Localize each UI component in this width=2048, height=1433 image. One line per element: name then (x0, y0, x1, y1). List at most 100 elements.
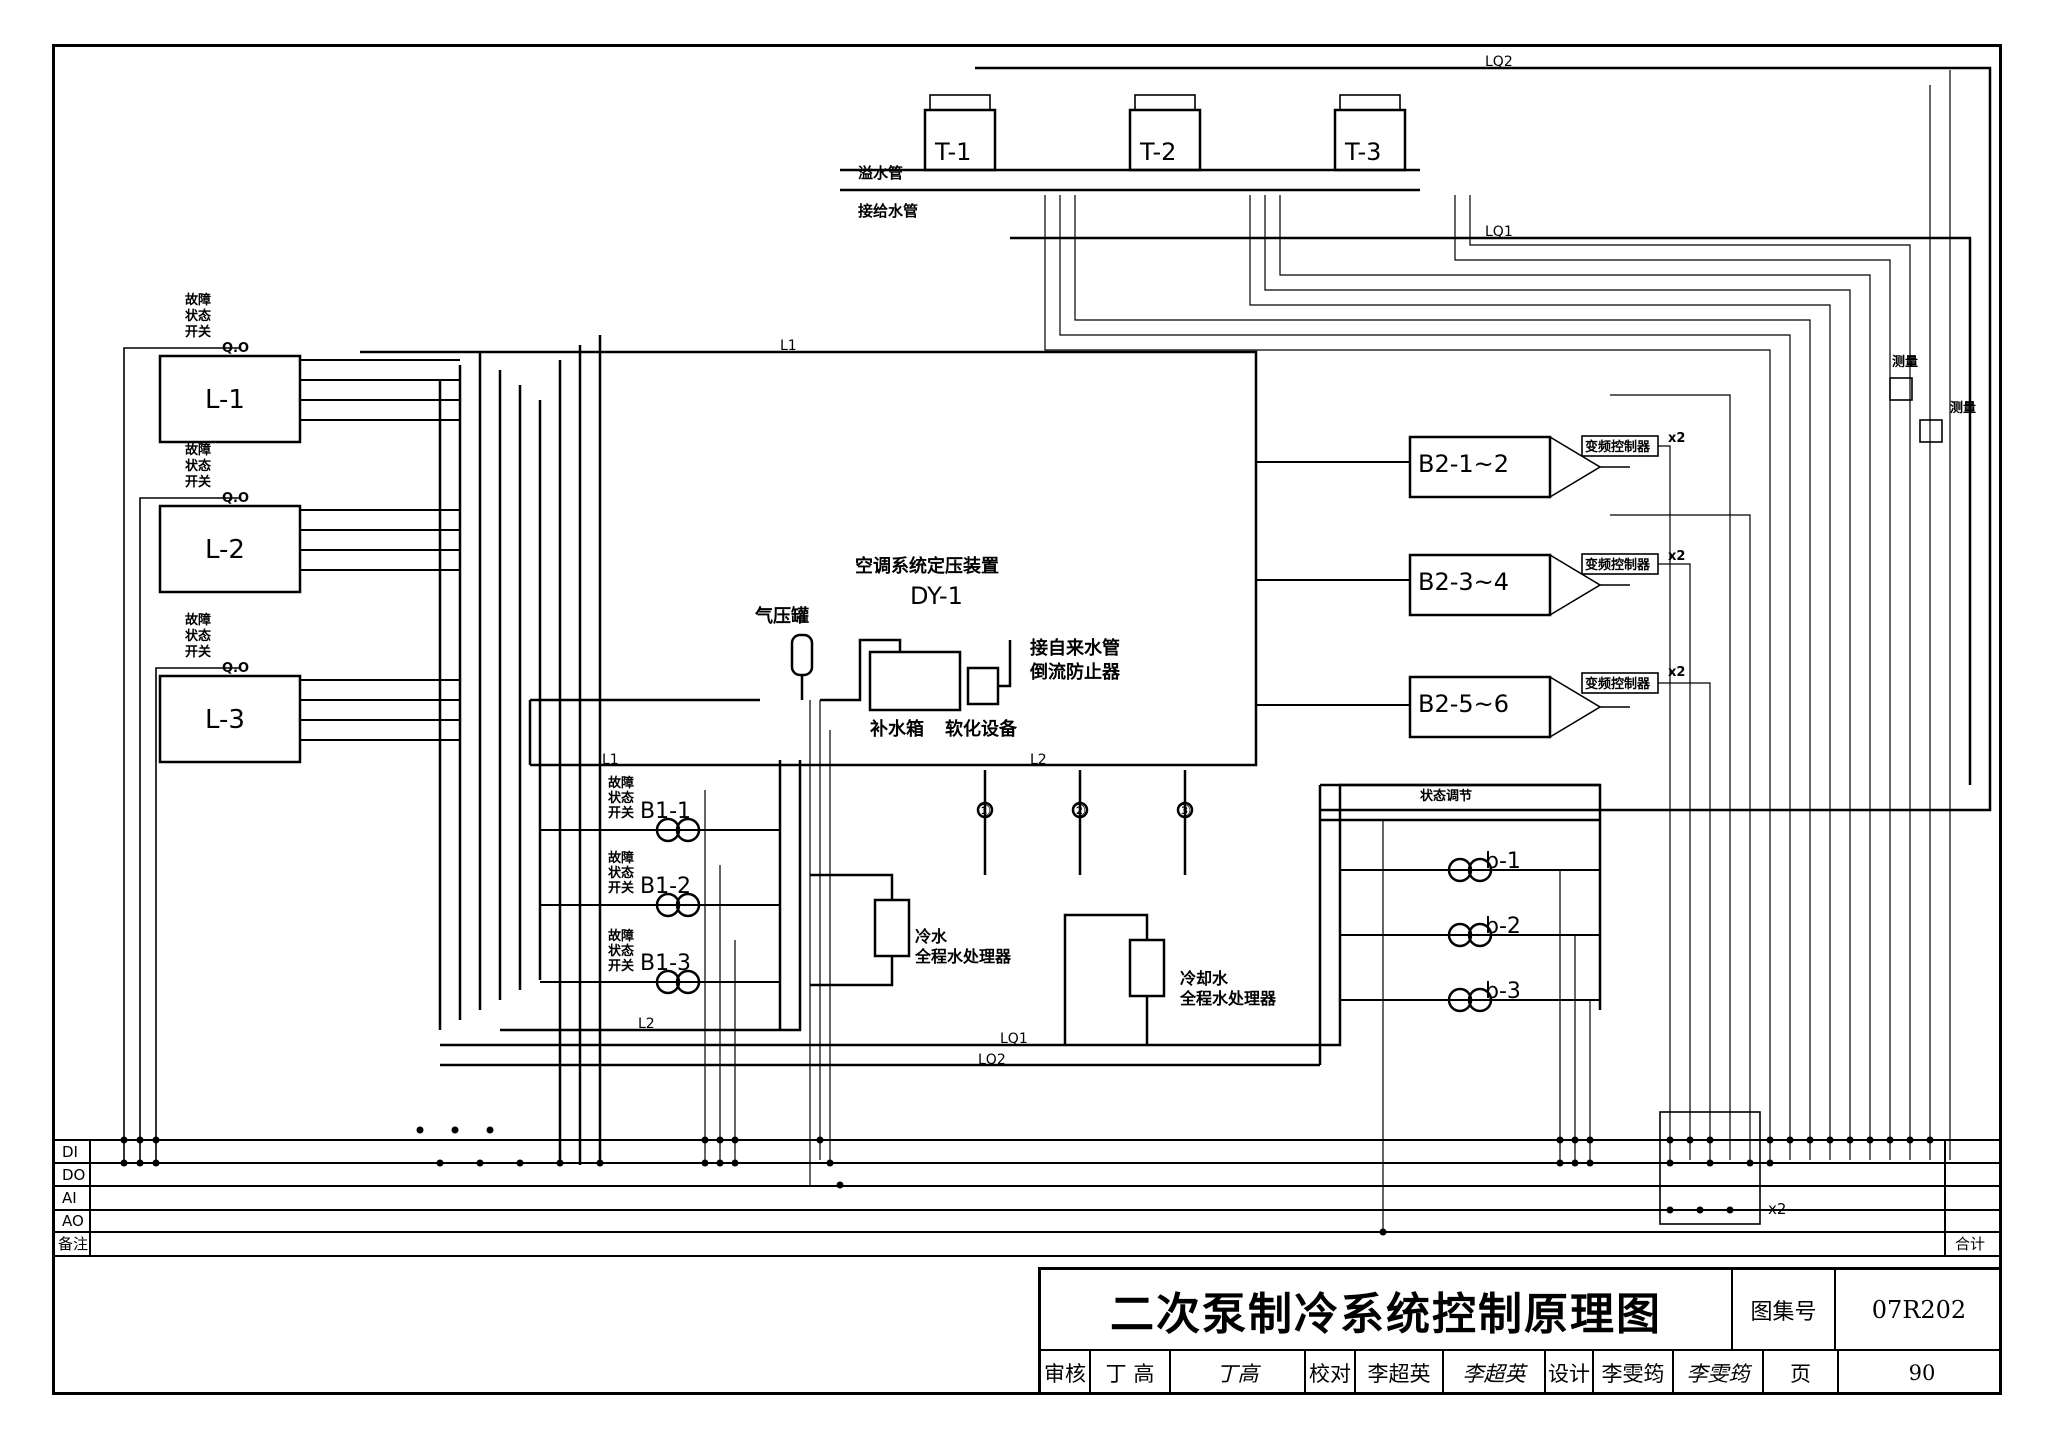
signal-points (120, 1126, 1934, 1236)
title-block: 二次泵制冷系统控制原理图 图集号 07R202 审核 丁 高 丁高 校对 李超英… (1038, 1267, 2002, 1395)
x2-vfd-3: x2 (1668, 665, 1685, 680)
chiller3-status: 状态 (185, 628, 211, 644)
check-label: 校对 (1306, 1351, 1356, 1395)
pipe-label-L1-top: L1 (780, 338, 797, 354)
b1-3-status: 状态 (608, 943, 634, 959)
pump-b3-label: b-3 (1485, 979, 1521, 1004)
chiller1-fault: 故障 (185, 292, 211, 308)
designer-signature: 李雯筠 (1674, 1351, 1764, 1395)
drawing-frame (52, 44, 2002, 1395)
cooling-treatment-line2: 全程水处理器 (1179, 989, 1277, 1008)
title-block-signature-row: 审核 丁 高 丁高 校对 李超英 李超英 设计 李雯筠 李雯筠 页 90 (1038, 1351, 2002, 1395)
atlas-label: 图集号 (1733, 1267, 1836, 1351)
pump-B1-1-label: B1-1 (640, 799, 691, 824)
reviewer-name: 丁 高 (1091, 1351, 1171, 1395)
pipe-label-LQ1-top: LQ1 (1485, 224, 1513, 240)
row-label-DI: DI (62, 1143, 78, 1161)
b2-group-3 (1408, 675, 1552, 739)
b1-1-switch: 开关 (608, 805, 634, 821)
drawing-title: 二次泵制冷系统控制原理图 (1038, 1267, 1733, 1351)
pipe-label-LQ2-top: LQ2 (1485, 54, 1513, 70)
tower-T2-label: T-2 (1139, 138, 1176, 166)
page-number: 90 (1908, 1361, 1936, 1385)
branch-mark-2: ② (1072, 801, 1086, 820)
overflow-pipe-label: 溢水管 (858, 164, 903, 182)
tower-T1-label: T-1 (934, 138, 971, 166)
b1-2-switch: 开关 (608, 880, 634, 896)
chiller3-switch: 开关 (185, 644, 211, 660)
vfd-label-1: 变频控制器 (1585, 439, 1651, 455)
design-label: 设计 (1546, 1351, 1594, 1395)
b1-1-fault: 故障 (608, 775, 634, 791)
pump-B2-2-label: B2-3~4 (1418, 568, 1509, 596)
b2-group-1 (1408, 435, 1552, 499)
chiller-L1-label: L-1 (205, 385, 245, 415)
pipe-LQ1-bottom (440, 783, 1600, 1047)
pressurization-title: 空调系统定压装置 (855, 555, 999, 577)
x2-table: x2 (1768, 1200, 1786, 1218)
water-supply-label: 接自来水管 (1030, 637, 1120, 659)
measure-label-1: 测量 (1892, 354, 1918, 370)
makeup-pipe-label: 接给水管 (858, 202, 918, 220)
b1-3-switch: 开关 (608, 958, 634, 974)
chiller1-qo: Q.O (222, 341, 249, 356)
chilled-treatment-line2: 全程水处理器 (914, 947, 1012, 966)
tower-T3-label: T-3 (1344, 138, 1381, 166)
review-label: 审核 (1041, 1351, 1091, 1395)
chiller-L3-label: L-3 (205, 705, 245, 735)
status-adjust-label: 状态调节 (1420, 788, 1472, 804)
row-label-remark: 备注 (58, 1235, 88, 1253)
row-label-AO: AO (62, 1212, 84, 1230)
chiller2-fault: 故障 (185, 442, 211, 458)
pump-B2-3-label: B2-5~6 (1418, 690, 1509, 718)
pipe-label-L1-left: L1 (602, 752, 619, 768)
chiller3-qo: Q.O (222, 661, 249, 676)
softener-box (966, 666, 1000, 706)
measure-label-2: 测量 (1950, 400, 1976, 416)
makeup-tank-label: 补水箱 (869, 718, 924, 740)
checker-name: 李超英 (1356, 1351, 1444, 1395)
backflow-label: 倒流防止器 (1029, 661, 1121, 683)
pump-b2-label: b-2 (1485, 914, 1521, 939)
chiller3-fault: 故障 (185, 612, 211, 628)
pump-B1-3-label: B1-3 (640, 951, 691, 976)
softener-label: 软化设备 (945, 718, 1018, 740)
pipe-L1-main (360, 350, 1258, 767)
vfd-label-2: 变频控制器 (1585, 557, 1651, 573)
pipe-LQ1-top (1010, 236, 1972, 785)
pressure-tank-label: 气压罐 (754, 605, 809, 627)
b1-3-fault: 故障 (608, 928, 634, 944)
b2-group-2 (1408, 553, 1552, 617)
pipe-label-LQ2-bottom: LQ2 (978, 1052, 1006, 1068)
chiller1-switch: 开关 (185, 324, 211, 340)
branch-mark-3: ③ (1177, 801, 1191, 820)
checker-signature: 李超英 (1444, 1351, 1546, 1395)
chiller1-status: 状态 (185, 308, 211, 324)
pump-B1-2-label: B1-2 (640, 874, 691, 899)
chiller-L2-label: L-2 (205, 535, 245, 565)
vfd-label-3: 变频控制器 (1585, 676, 1651, 692)
cooling-treatment-line1: 冷却水 (1180, 969, 1229, 988)
cooling-water-treatment-box (1128, 938, 1166, 998)
b1-2-fault: 故障 (608, 850, 634, 866)
chilled-water-treatment-box (873, 898, 911, 958)
chiller2-qo: Q.O (222, 491, 249, 506)
atlas-number: 07R202 (1836, 1267, 2002, 1351)
chilled-treatment-line1: 冷水 (915, 927, 948, 946)
branch-mark-1: ① (977, 801, 991, 820)
pump-B2-1-label: B2-1~2 (1418, 450, 1509, 478)
b1-2-status: 状态 (608, 865, 634, 881)
total-label: 合计 (1955, 1235, 1985, 1253)
chiller2-switch: 开关 (185, 474, 211, 490)
page-label: 页 (1764, 1351, 1839, 1395)
b1-1-status: 状态 (608, 790, 634, 806)
row-label-AI: AI (62, 1189, 77, 1207)
x2-vfd-1: x2 (1668, 431, 1685, 446)
row-label-DO: DO (62, 1166, 85, 1184)
designer-name: 李雯筠 (1594, 1351, 1674, 1395)
makeup-water-tank (868, 650, 962, 712)
chiller2-status: 状态 (185, 458, 211, 474)
pump-b1-label: b-1 (1485, 849, 1521, 874)
pipe-label-L2-bottom: L2 (1030, 752, 1047, 768)
